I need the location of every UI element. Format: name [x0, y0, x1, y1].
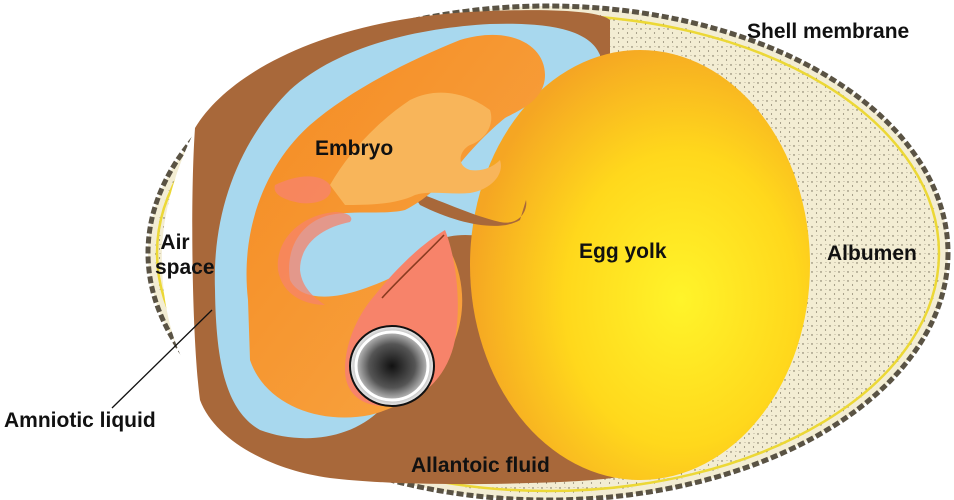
- label-egg-yolk: Egg yolk: [579, 240, 667, 263]
- label-air-space: Air space: [155, 230, 215, 280]
- label-albumen: Albumen: [827, 242, 917, 265]
- label-shell-membrane: Shell membrane: [747, 20, 910, 43]
- egg-yolk: [470, 50, 810, 480]
- head-crease: [381, 234, 445, 299]
- eye-highlight-ring: [354, 330, 430, 402]
- label-allantoic-fluid: Allantoic fluid: [411, 454, 550, 477]
- label-space-word: space: [155, 256, 215, 279]
- embryo-pink-band: [277, 212, 352, 305]
- embryo-pink-spot-upper: [274, 176, 331, 204]
- label-embryo: Embryo: [315, 137, 394, 160]
- embryo-limb: [330, 92, 501, 205]
- amniotic-leader-line: [111, 309, 213, 409]
- yolk-stalk: [410, 190, 527, 226]
- label-air-word: Air: [160, 231, 190, 254]
- embryo-eye: [349, 325, 435, 407]
- label-amniotic-liquid: Amniotic liquid: [4, 409, 156, 432]
